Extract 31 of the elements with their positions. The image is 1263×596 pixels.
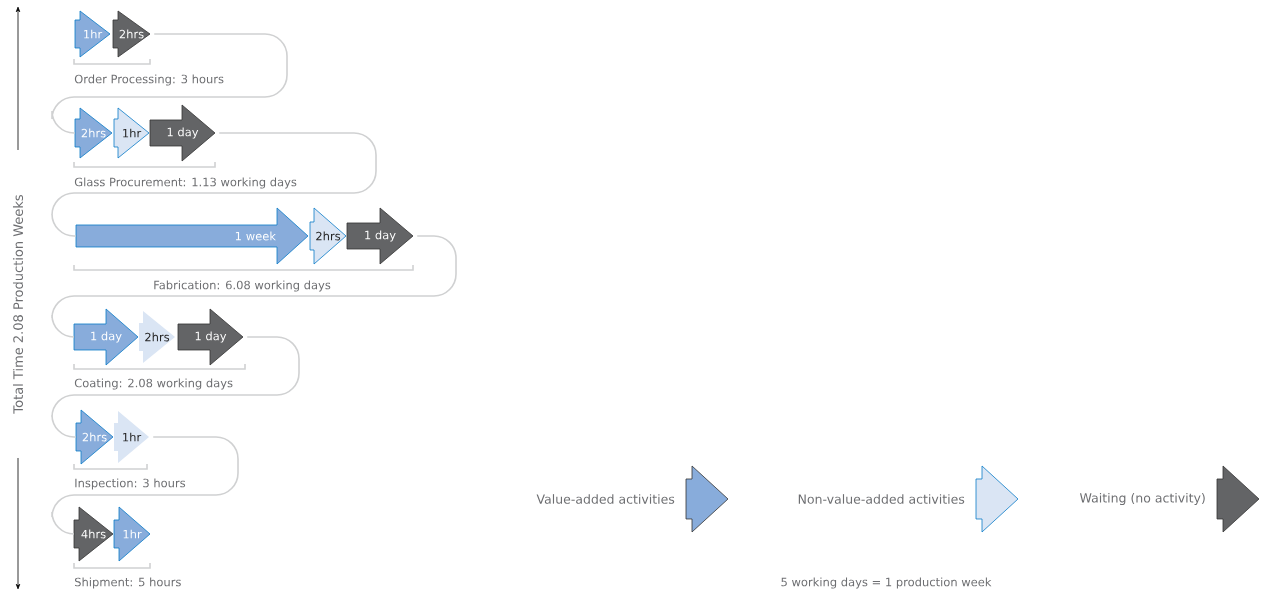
note-text: 5 working days = 1 production week (781, 577, 992, 589)
activity-block: 1hr (113, 107, 150, 159)
activity-block: 2hrs (309, 207, 347, 265)
activity-block: 1 day (73, 308, 139, 366)
activity-block: 4hrs (73, 506, 114, 562)
stage-label: Order Processing: 3 hours (74, 74, 224, 86)
activity-block: 1hr (113, 506, 151, 562)
activity-block: 2hrs (112, 10, 151, 58)
activity-block: 1 day (177, 308, 244, 366)
activity-block: 2hrs (139, 311, 175, 363)
activity-block: 1hr (74, 10, 111, 58)
legend-label: Non-value-added activities (798, 494, 965, 504)
activity-block: 2hrs (74, 107, 113, 159)
legend-label: Waiting (no activity) (1079, 492, 1205, 506)
connector-line (51, 132, 377, 237)
activity-block: 2hrs (75, 409, 114, 465)
activity-block: 1 day (346, 207, 414, 265)
stage-label: Shipment: 5 hours (74, 577, 181, 589)
connector-line (51, 436, 239, 535)
connector-line (51, 336, 300, 438)
stage-label: Inspection: 3 hours (75, 478, 186, 490)
stage-label: Fabrication: 6.08 working days (154, 280, 331, 292)
legend-label: Value-added activities (536, 494, 675, 504)
activity-block: 1 week (75, 207, 309, 265)
stage-label: Coating: 2.08 working days (74, 378, 233, 390)
connector-line (51, 235, 457, 338)
axis-label: Total Time 2.08 Production Weeks (13, 195, 24, 414)
activity-block: 1hr (114, 411, 149, 463)
activity-block: 1 day (149, 104, 216, 162)
stage-label: Glass Procurement: 1.13 working days (74, 177, 297, 189)
connector-line (51, 33, 288, 134)
